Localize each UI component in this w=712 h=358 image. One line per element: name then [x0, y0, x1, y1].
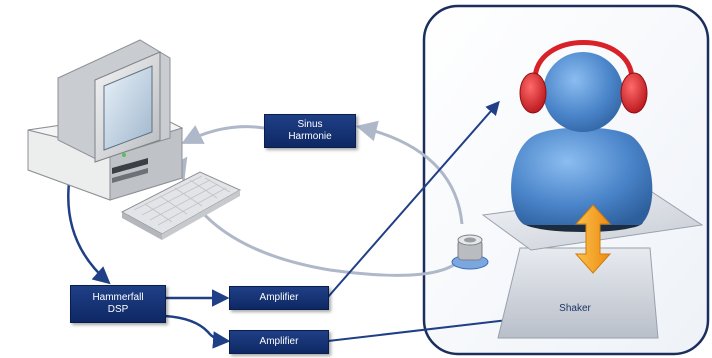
sinus-harmonie-line1: Sinus: [297, 119, 323, 130]
computer-icon: [27, 39, 184, 201]
microphone-to-computer-arrow: [166, 156, 464, 277]
amplifier-to-headphones-arrow: [327, 100, 500, 298]
microphone-to-sinus-arrow: [355, 120, 464, 225]
double-arrow-icon: [574, 204, 612, 274]
shaker-label: Shaker: [559, 303, 591, 314]
hammerfall-line1: Hammerfall: [92, 292, 144, 303]
keyboard-icon: [120, 171, 242, 240]
person-icon: [511, 52, 653, 225]
amplifier-bottom-box: Amplifier: [229, 330, 329, 354]
sinus-harmonie-box: Sinus Harmonie: [264, 114, 356, 148]
microphone-icon: [451, 234, 489, 270]
computer-to-hammerfall-arrow: [67, 174, 111, 285]
amplifier-top-label: Amplifier: [259, 292, 299, 303]
amplifier-top-box: Amplifier: [229, 286, 329, 310]
sinus-to-computer-arrow: [181, 125, 265, 144]
shaker-body: [497, 247, 659, 339]
sinus-harmonie-line2: Harmonie: [288, 131, 332, 142]
hammerfall-dsp-box: Hammerfall DSP: [70, 285, 166, 323]
amplifier-to-shaker-arrow: [327, 312, 528, 342]
amplifier-bottom-label: Amplifier: [259, 336, 299, 347]
hammerfall-to-amplifier-bottom-arrow: [164, 314, 231, 349]
hammerfall-line2: DSP: [107, 304, 129, 315]
headphones-icon: [519, 40, 648, 114]
